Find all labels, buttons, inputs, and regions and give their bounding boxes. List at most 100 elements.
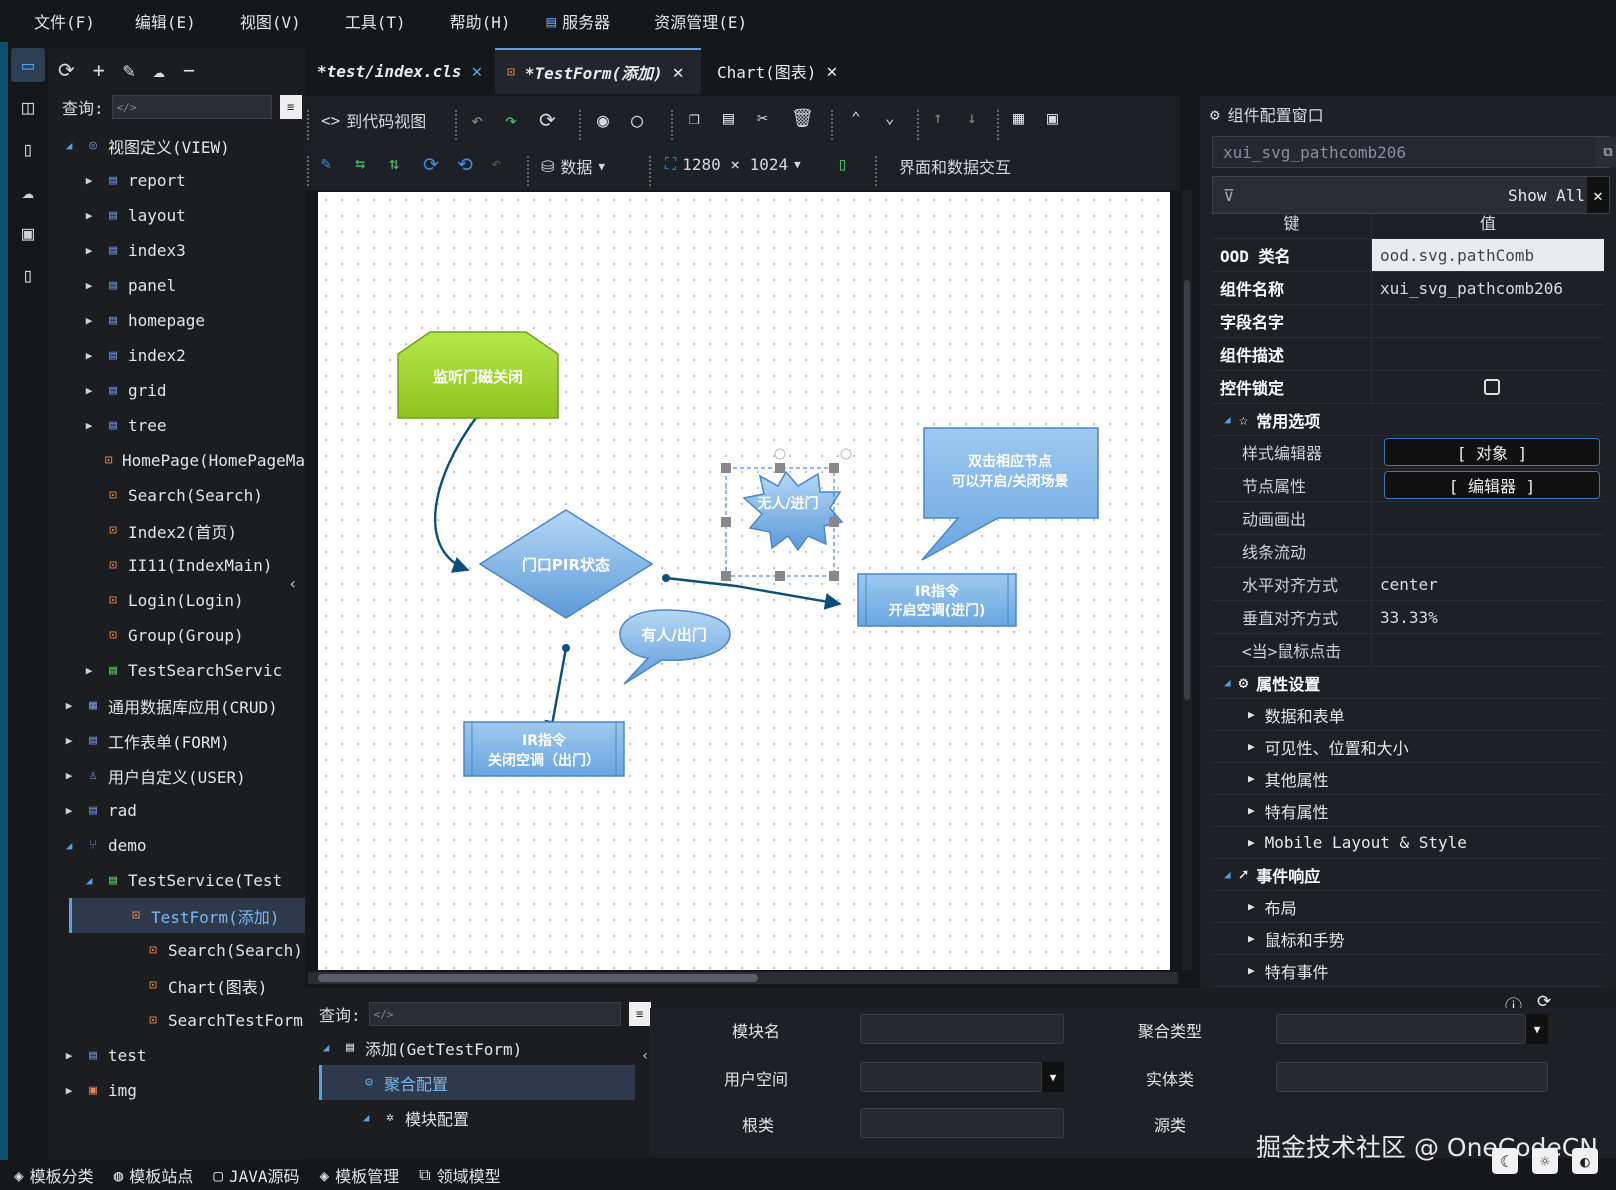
property-group[interactable]: ▶其他属性: [1212, 763, 1604, 795]
design-canvas[interactable]: 监听门磁关闭 门口PIR状态 无人/进门 IR指令 开启空调(进门): [318, 192, 1170, 970]
device-icon[interactable]: ▯: [837, 154, 848, 175]
triangle-right-icon[interactable]: ▶: [65, 1049, 73, 1062]
tree-node[interactable]: ⊡SearchTestForm: [48, 1003, 305, 1038]
close-icon[interactable]: ✕: [471, 60, 483, 82]
collapse-panel-chevron-icon[interactable]: ‹: [641, 1048, 650, 1064]
sync-alt-icon[interactable]: ⟲: [457, 154, 473, 176]
tree-node[interactable]: ⊡Group(Group): [48, 618, 305, 653]
property-row[interactable]: 字段名字: [1212, 305, 1604, 338]
somebody-exit-node[interactable]: [619, 609, 731, 685]
tree-node[interactable]: ▶▤index3: [48, 233, 305, 268]
canvas-vertical-scrollbar[interactable]: [1182, 190, 1192, 970]
menu-view[interactable]: 视图(V): [239, 13, 301, 32]
sync-icon[interactable]: ⟳: [423, 154, 439, 176]
bottom-search-input[interactable]: </>: [368, 1002, 621, 1026]
cloud-upload-icon[interactable]: ☁: [152, 58, 165, 82]
triangle-right-icon[interactable]: ▶: [65, 699, 73, 712]
triangle-down-icon[interactable]: ◢: [65, 839, 73, 852]
preview-eye-icon[interactable]: ◉: [597, 108, 610, 132]
scroll-thumb[interactable]: [1184, 280, 1190, 700]
property-filter[interactable]: ⊽ Show All ✕: [1212, 176, 1610, 214]
property-group[interactable]: ▶鼠标和手势: [1212, 923, 1604, 955]
reload-icon[interactable]: ⟳: [539, 108, 556, 132]
component-name-field[interactable]: xui_svg_pathcomb206 ⧉: [1212, 136, 1616, 168]
property-row[interactable]: 控件锁定: [1212, 371, 1604, 404]
tree-node[interactable]: ▶▤test: [48, 1038, 305, 1073]
tree-node[interactable]: ▶▤index2: [48, 338, 305, 373]
property-value[interactable]: [1372, 502, 1604, 534]
triangle-right-icon[interactable]: ▶: [85, 209, 93, 222]
property-group[interactable]: ▶布局: [1212, 891, 1604, 923]
template-site-button[interactable]: ◍模板站点: [114, 1163, 194, 1187]
tree-node[interactable]: ▶▤panel: [48, 268, 305, 303]
grid-icon[interactable]: ▦: [1013, 108, 1024, 129]
close-icon[interactable]: ✕: [826, 60, 838, 82]
page-icon[interactable]: ▯: [21, 137, 35, 161]
triangle-right-icon[interactable]: ▶: [85, 664, 93, 677]
tab-chart[interactable]: Chart(图表) ✕: [705, 48, 850, 94]
scroll-thumb[interactable]: [318, 974, 758, 982]
redo-icon[interactable]: ↷: [505, 108, 518, 132]
property-group[interactable]: ▶数据和表单: [1212, 699, 1604, 731]
move-up-icon[interactable]: ⌃: [851, 108, 861, 127]
event-section[interactable]: ◢ ➚ 事件响应: [1212, 859, 1604, 891]
tree-node-add-gettestform[interactable]: ◢ ▤ 添加(GetTestForm): [305, 1030, 645, 1065]
folder-view-icon[interactable]: ▭: [11, 48, 45, 82]
canvas-horizontal-scrollbar[interactable]: [308, 972, 1178, 984]
editor-button[interactable]: [ 编辑器 ]: [1384, 471, 1600, 499]
show-all-label[interactable]: Show All: [1507, 185, 1585, 205]
resize-handles[interactable]: [721, 463, 839, 581]
property-row[interactable]: 组件描述: [1212, 338, 1604, 371]
tree-node[interactable]: ◢⑂demo: [48, 828, 305, 863]
move-down-icon[interactable]: ⌄: [885, 108, 895, 127]
triangle-right-icon[interactable]: ▶: [65, 804, 73, 817]
rotate-handle-icon[interactable]: [774, 448, 786, 460]
door-close-node[interactable]: [397, 331, 559, 419]
data-dropdown[interactable]: ⛁ 数据 ▼: [541, 154, 605, 178]
triangle-right-icon[interactable]: ▶: [85, 174, 93, 187]
ir-close-node[interactable]: [463, 721, 625, 777]
tree-node[interactable]: ▶▤工作表单(FORM): [48, 723, 305, 758]
property-settings-section[interactable]: ◢ ⚙ 属性设置: [1212, 667, 1604, 699]
property-value[interactable]: center: [1380, 574, 1438, 594]
tree-node[interactable]: ⊡Search(Search): [48, 933, 305, 968]
module-name-input[interactable]: [860, 1014, 1064, 1044]
ui-data-interaction-button[interactable]: 界面和数据交互: [899, 158, 1012, 177]
pencil-icon[interactable]: ✎: [321, 154, 332, 174]
tree-node-aggregation-config[interactable]: ⚙ 聚合配置: [319, 1065, 635, 1100]
template-manage-button[interactable]: ◈模板管理: [320, 1163, 400, 1187]
menu-edit[interactable]: 编辑(E): [134, 13, 196, 32]
aggregation-type-select[interactable]: [1276, 1014, 1526, 1044]
minus-icon[interactable]: −: [182, 58, 195, 82]
circle-icon[interactable]: ○: [631, 108, 644, 132]
triangle-right-icon[interactable]: ▶: [65, 769, 73, 782]
undo-icon[interactable]: ↶: [471, 108, 484, 132]
tree-node[interactable]: ◢◎视图定义(VIEW): [48, 128, 305, 163]
triangle-right-icon[interactable]: ▶: [85, 244, 93, 257]
menu-help[interactable]: 帮助(H): [449, 13, 511, 32]
pir-state-node[interactable]: [478, 509, 654, 619]
tree-node[interactable]: ⊡HomePage(HomePageMa: [48, 443, 305, 478]
mobile-icon[interactable]: ▯: [21, 263, 35, 287]
property-value[interactable]: xui_svg_pathcomb206: [1380, 278, 1564, 298]
property-group[interactable]: ▶特有事件: [1212, 955, 1604, 987]
property-row[interactable]: <当>鼠标点击: [1212, 634, 1604, 667]
menu-file[interactable]: 文件(F): [34, 13, 95, 32]
moon-icon[interactable]: ☾: [1492, 1148, 1518, 1174]
tree-node[interactable]: ▶▤homepage: [48, 303, 305, 338]
close-icon[interactable]: ✕: [672, 61, 684, 83]
tree-node[interactable]: ▶♙用户自定义(USER): [48, 758, 305, 793]
tree-node[interactable]: ⊡II11(IndexMain): [48, 548, 305, 583]
canvas-size-dropdown[interactable]: ⛶ 1280 × 1024 ▼: [665, 154, 801, 174]
ir-open-node[interactable]: [857, 573, 1017, 627]
triangle-right-icon[interactable]: ▶: [85, 314, 93, 327]
menu-server[interactable]: ▤服务器: [547, 9, 611, 33]
property-value[interactable]: [1372, 535, 1604, 567]
menu-tools[interactable]: 工具(T): [344, 13, 406, 32]
property-group[interactable]: ▶可见性、位置和大小: [1212, 731, 1604, 763]
property-value[interactable]: [1372, 634, 1604, 666]
domain-model-button[interactable]: ⧉领域模型: [419, 1163, 500, 1187]
